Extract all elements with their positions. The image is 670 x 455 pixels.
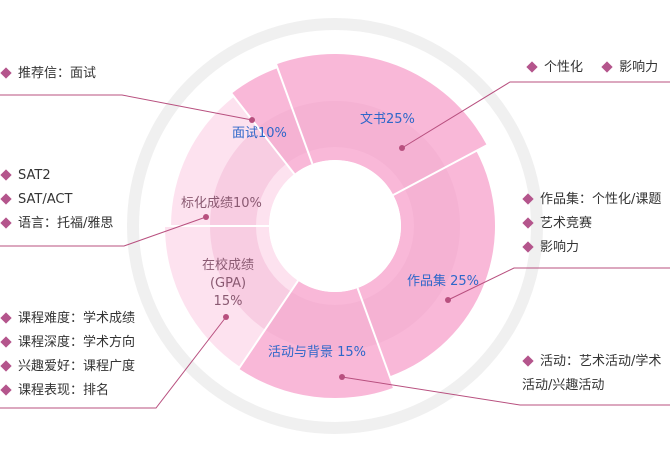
diamond-icon <box>0 384 12 396</box>
segment-label-gpa-line3: 15% <box>213 294 243 309</box>
annotation-tests: SAT2 SAT/ACT 语言：托福/雅思 <box>0 164 113 236</box>
segment-label-activities: 活动与背景 15% <box>268 345 367 360</box>
annotation-item: 推荐信：面试 <box>0 62 96 86</box>
connector-tests-dot <box>203 214 209 220</box>
segment-label-gpa-line2: (GPA) <box>209 276 247 291</box>
annotation-text: 艺术竞赛 <box>540 216 593 231</box>
segment-label-interview: 面试10% <box>232 126 287 141</box>
segment-divider <box>272 56 314 165</box>
annotation-text: 课程表现：排名 <box>18 383 110 398</box>
annotation-item: 活动/兴趣活动 <box>522 374 661 398</box>
annotation-interview: 推荐信：面试 <box>0 62 96 86</box>
diamond-icon <box>601 61 613 73</box>
segment-interview <box>231 68 313 174</box>
connector-gpa-dot <box>223 314 229 320</box>
diamond-icon <box>0 336 12 348</box>
annotation-gpa: 课程难度：学术成绩 课程深度：学术方向 兴趣爱好：课程广度 课程表现：排名 <box>0 307 135 403</box>
segment-tests <box>171 96 295 226</box>
annotation-item: 课程难度：学术成绩 <box>0 307 135 331</box>
diamond-icon <box>522 355 534 367</box>
connector-portfolio <box>447 267 670 301</box>
annotation-text: 作品集：个性化/课题 <box>540 192 662 207</box>
annotation-item: 作品集：个性化/课题 <box>522 188 661 212</box>
diamond-icon <box>522 193 534 205</box>
diamond-icon <box>526 61 538 73</box>
connector-interview-dot <box>249 117 255 123</box>
segment-label-gpa: 在校成绩 (GPA) 15% <box>198 257 258 311</box>
diamond-icon <box>0 312 12 324</box>
segment-label-gpa-line1: 在校成绩 <box>201 258 254 273</box>
segment-portfolio <box>357 150 495 377</box>
annotation-text: 影响力 <box>619 60 659 75</box>
connector-gpa <box>0 316 227 409</box>
annotation-text: 影响力 <box>540 240 580 255</box>
annotation-portfolio: 作品集：个性化/课题 艺术竞赛 影响力 <box>522 188 661 260</box>
annotation-text: 活动/兴趣活动 <box>522 378 605 393</box>
diamond-icon <box>0 360 12 372</box>
segment-divider <box>233 280 299 376</box>
annotation-text: 语言：托福/雅思 <box>18 216 114 231</box>
connector-activities-dot <box>339 374 345 380</box>
connector-essay-dot <box>399 145 405 151</box>
segment-divider <box>223 83 296 175</box>
annotation-item: 兴趣爱好：课程广度 <box>0 355 135 379</box>
segment-divider <box>356 287 398 396</box>
diamond-icon <box>0 169 12 181</box>
annotation-item: 个性化 影响力 <box>526 56 658 80</box>
connector-portfolio-dot <box>445 297 451 303</box>
annotation-item: SAT/ACT <box>0 188 113 212</box>
diamond-icon <box>0 67 12 79</box>
segment-label-essay: 文书25% <box>360 112 415 127</box>
segment-essay <box>276 54 487 196</box>
donut-hole <box>269 160 401 292</box>
outer-ring <box>127 18 543 434</box>
segment-gpa <box>165 226 299 367</box>
diamond-icon <box>522 217 534 229</box>
annotation-text: SAT/ACT <box>18 192 73 207</box>
connector-tests <box>0 216 207 247</box>
annotation-item: 课程表现：排名 <box>0 379 135 403</box>
annotation-item: SAT2 <box>0 164 113 188</box>
connector-activities <box>341 376 670 406</box>
annotation-text: 课程深度：学术方向 <box>18 335 136 350</box>
segment-activities <box>238 280 394 398</box>
annotation-text: 个性化 <box>544 60 584 75</box>
annotation-text: 课程难度：学术成绩 <box>18 311 136 326</box>
annotation-activities: 活动：艺术活动/学术 活动/兴趣活动 <box>522 350 661 398</box>
segment-label-tests: 标化成绩10% <box>181 196 262 211</box>
annotation-text: 兴趣爱好：课程广度 <box>18 359 136 374</box>
annotation-item: 艺术竞赛 <box>522 212 661 236</box>
annotation-essay: 个性化 影响力 <box>526 56 658 80</box>
annotation-text: 推荐信：面试 <box>18 66 97 81</box>
annotation-text: 活动：艺术活动/学术 <box>540 354 662 369</box>
annotation-item: 语言：托福/雅思 <box>0 212 113 236</box>
annotation-item: 活动：艺术活动/学术 <box>522 350 661 374</box>
annotation-item: 影响力 <box>522 236 661 260</box>
segment-divider <box>392 140 495 196</box>
diamond-icon <box>522 241 534 253</box>
diamond-icon <box>0 193 12 205</box>
connector-interview <box>0 94 253 121</box>
annotation-item: 课程深度：学术方向 <box>0 331 135 355</box>
diamond-icon <box>0 217 12 229</box>
connector-essay <box>401 81 670 149</box>
annotation-text: SAT2 <box>18 168 51 183</box>
segment-label-portfolio: 作品集 25% <box>407 274 480 289</box>
